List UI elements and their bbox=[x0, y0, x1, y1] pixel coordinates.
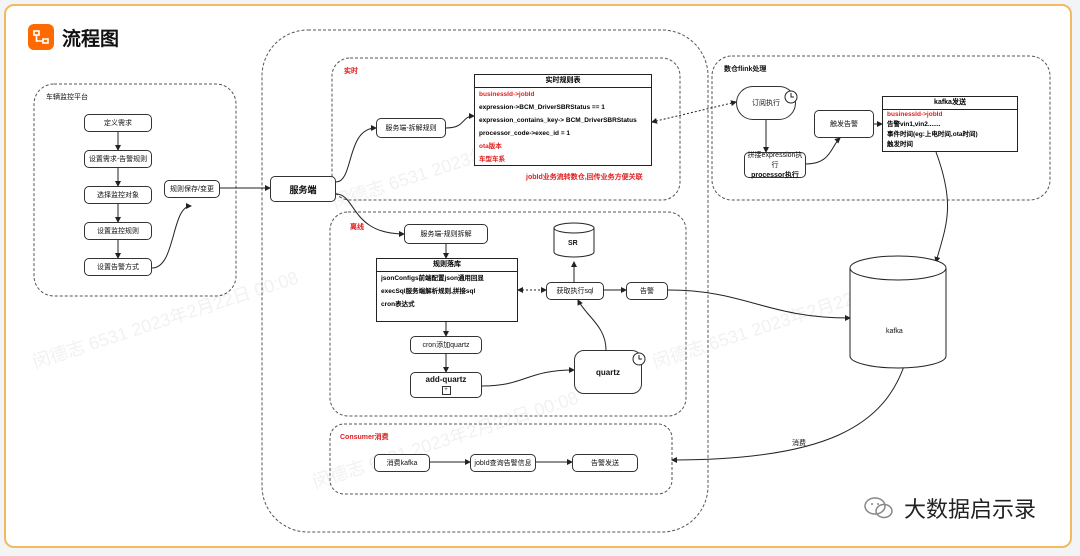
step-define-requirement: 定义需求 bbox=[84, 114, 152, 132]
kafka-table-title: kafka发送 bbox=[883, 97, 1017, 110]
subscribe-label: 订阅执行 bbox=[752, 100, 780, 107]
exec-sql-node: 获取执行sql bbox=[546, 282, 604, 300]
table-row: processor_code->exec_id = 1 bbox=[479, 130, 571, 137]
expand-icon: + bbox=[441, 386, 451, 395]
brand-watermark: 大数据启示录 bbox=[864, 492, 1036, 524]
realtime-rule-table: 实时规则表 businessId->jobId expression->BCM_… bbox=[474, 74, 652, 166]
cron-quartz-node: cron添加quartz bbox=[410, 336, 482, 354]
sr-database-icon bbox=[553, 222, 595, 258]
send-alert-node: 告警发送 bbox=[572, 454, 638, 472]
table-row: 告警vin1,vin2....... bbox=[887, 121, 941, 128]
quartz-node: quartz bbox=[574, 350, 642, 394]
step-select-target: 选择监控对象 bbox=[84, 186, 152, 204]
table-row: jsonConfigs前端配置json通用回显 bbox=[381, 275, 484, 282]
table-row: businessId->jobId bbox=[887, 111, 943, 118]
clock-icon bbox=[784, 90, 798, 104]
consumer-title: Consumer消费 bbox=[340, 434, 389, 441]
flink-title: 数仓flink处理 bbox=[724, 66, 767, 73]
server-node: 服务端 bbox=[270, 176, 336, 202]
realtime-title: 实时 bbox=[344, 68, 358, 75]
table-row: 车型车系 bbox=[479, 156, 505, 163]
offline-alert-node: 告警 bbox=[626, 282, 668, 300]
concat-line-2: processor执行 bbox=[751, 172, 799, 179]
table-row: expression->BCM_DriverSBRStatus == 1 bbox=[479, 104, 605, 111]
add-quartz-label: add-quartz bbox=[425, 375, 467, 384]
concat-line-1: 拼接expression执行 bbox=[747, 152, 803, 169]
table-row: businessId->jobId bbox=[479, 91, 535, 98]
table-row: 触发时间 bbox=[887, 141, 913, 148]
offline-split-node: 服务端-规则拆解 bbox=[404, 224, 488, 244]
consume-kafka-node: 消费kafka bbox=[374, 454, 430, 472]
step-set-alert-rule: 设置需求-告警规则 bbox=[84, 150, 152, 168]
sr-label: SR bbox=[568, 240, 578, 247]
query-alert-node: jobId查询告警信息 bbox=[470, 454, 536, 472]
concat-expression-node: 拼接expression执行 processor执行 bbox=[744, 152, 806, 179]
rules-storage-table: 规则落库 jsonConfigs前端配置json通用回显 execSql服务端解… bbox=[376, 258, 518, 322]
step-set-alert-method: 设置告警方式 bbox=[84, 258, 152, 276]
realtime-table-title: 实时规则表 bbox=[475, 75, 651, 88]
table-row: cron表达式 bbox=[381, 301, 415, 308]
table-row: 事件时间(eg:上电时间,ota时间) bbox=[887, 131, 978, 138]
page-title: 流程图 bbox=[62, 28, 120, 50]
table-row: expression_contains_key-> BCM_DriverSBRS… bbox=[479, 117, 637, 124]
realtime-note: jobId业务流转数仓,回传业务方便关联 bbox=[526, 174, 643, 181]
rules-table-title: 规则落库 bbox=[377, 259, 517, 272]
table-row: ota版本 bbox=[479, 143, 502, 150]
diagram-frame: 流程图 闵德志 6531 2023年2月22日 00:08 闵德志 6531 2… bbox=[4, 4, 1072, 548]
flowchart-logo-icon bbox=[28, 24, 54, 50]
realtime-split-node: 服务端-拆解规则 bbox=[376, 118, 446, 138]
save-rule-node: 规则保存/变更 bbox=[164, 180, 220, 198]
brand-name: 大数据启示录 bbox=[903, 497, 1036, 522]
kafka-database-icon bbox=[849, 255, 947, 369]
offline-title: 离线 bbox=[350, 224, 364, 231]
consume-label: 消费 bbox=[792, 440, 806, 447]
step-set-monitor-rule: 设置监控规则 bbox=[84, 222, 152, 240]
subscribe-node: 订阅执行 bbox=[736, 86, 796, 120]
clock-icon bbox=[632, 352, 646, 366]
add-quartz-node: add-quartz + bbox=[410, 372, 482, 398]
platform-title: 车辆监控平台 bbox=[46, 94, 88, 101]
trigger-alert-node: 触发告警 bbox=[814, 110, 874, 138]
title-bar: 流程图 bbox=[28, 22, 119, 52]
kafka-send-table: kafka发送 businessId->jobId 告警vin1,vin2...… bbox=[882, 96, 1018, 152]
diagram-connectors bbox=[33, 29, 1051, 533]
table-row: execSql服务端解析规则,拼接sql bbox=[381, 288, 476, 295]
wechat-icon bbox=[864, 497, 893, 519]
kafka-label: kafka bbox=[886, 328, 903, 335]
